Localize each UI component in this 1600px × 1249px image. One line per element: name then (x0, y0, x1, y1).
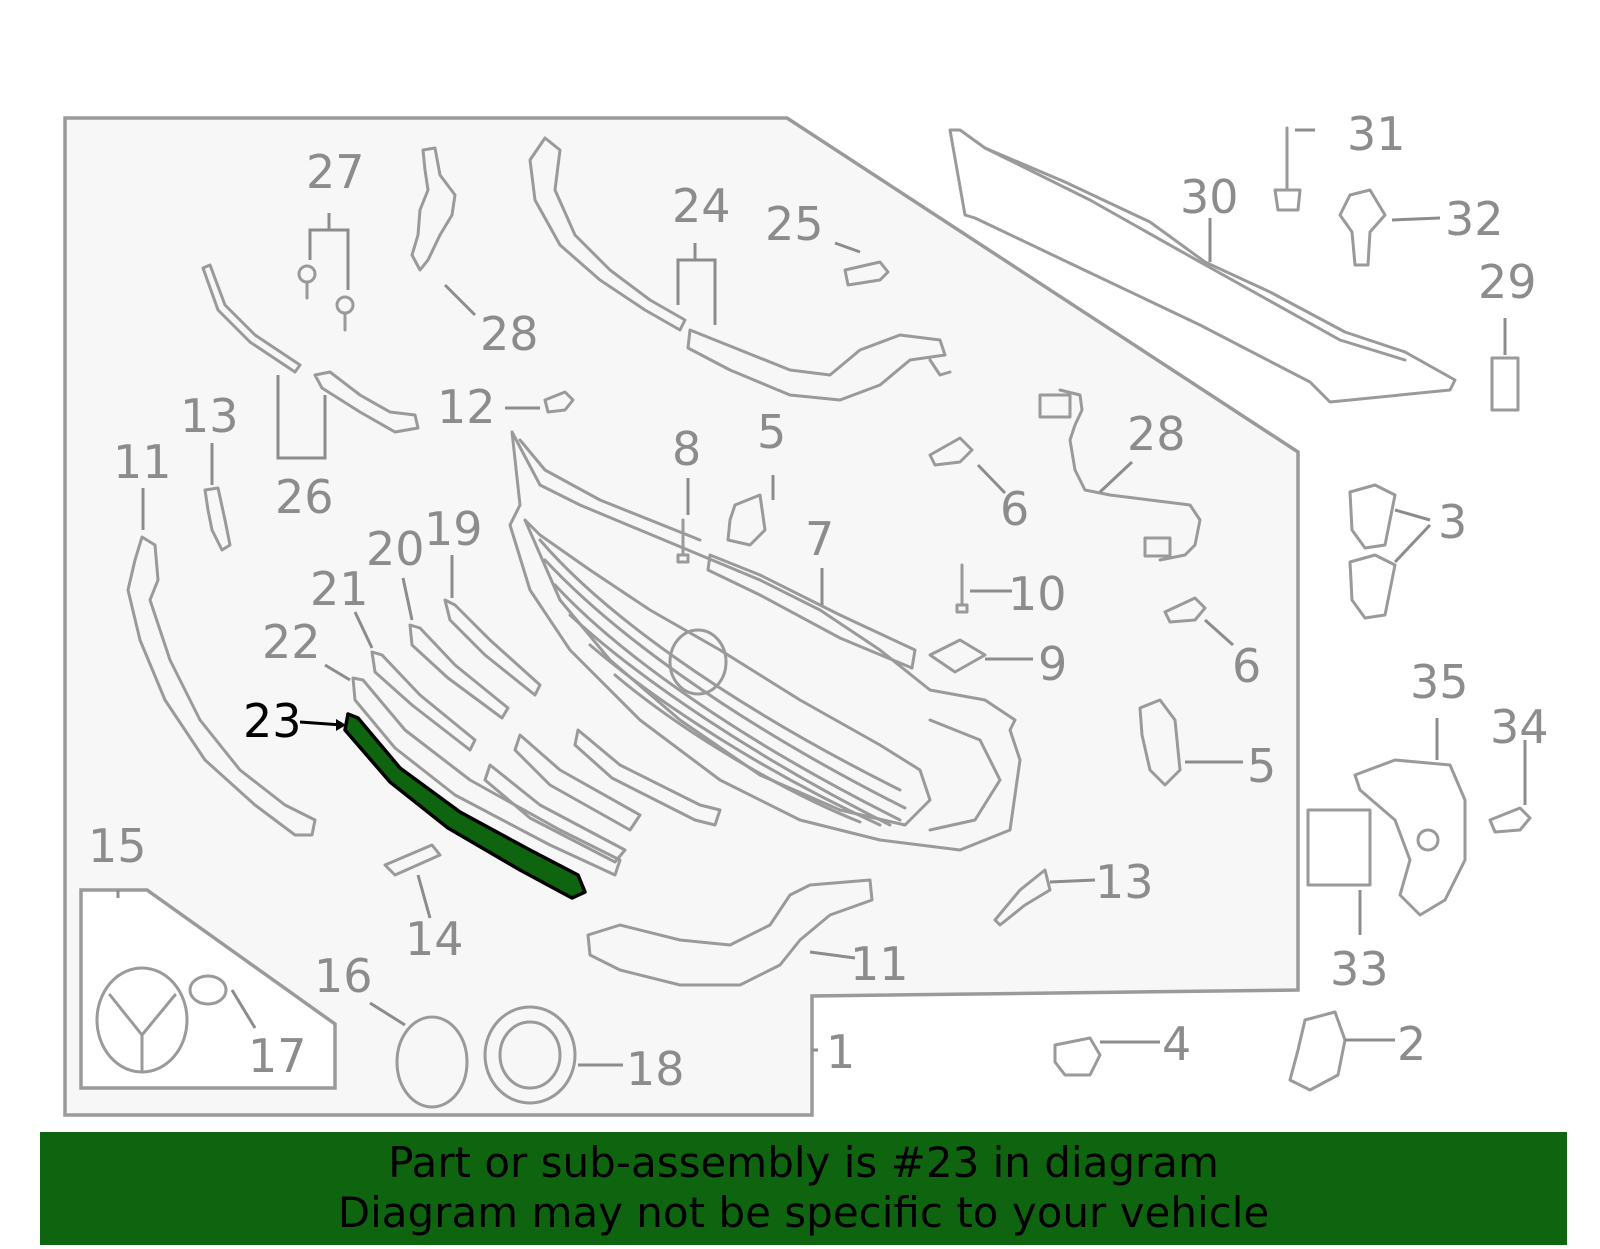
callout-6a: 6 (1000, 482, 1029, 536)
callout-31: 31 (1347, 107, 1406, 161)
callout-11a: 11 (113, 435, 172, 489)
callout-23-highlighted: 23 (243, 694, 302, 748)
part-28-harness (1058, 388, 1202, 562)
callout-35: 35 (1410, 655, 1469, 709)
callout-20: 20 (366, 522, 425, 576)
assembly-frame (63, 116, 1300, 1117)
leader-lines (116, 128, 1527, 1067)
callout-2: 2 (1397, 1017, 1426, 1071)
front-grille-body (508, 430, 1022, 852)
banner-line-part: Part or sub-assembly is #23 in diagram (388, 1138, 1219, 1187)
callout-8: 8 (672, 422, 701, 476)
part-11-moulding-right (586, 878, 874, 987)
part-21-bar (370, 650, 477, 752)
part-23-highlighted (343, 712, 587, 900)
info-banner: Part or sub-assembly is #23 in diagram D… (40, 1132, 1567, 1245)
callout-4: 4 (1162, 1017, 1191, 1071)
callout-14: 14 (405, 912, 464, 966)
callout-5a: 5 (757, 405, 786, 459)
callout-25: 25 (765, 197, 824, 251)
callout-28a: 28 (480, 307, 539, 361)
callout-12: 12 (437, 380, 496, 434)
part-28-bracket-upper (410, 146, 457, 272)
small-parts (95, 126, 1532, 1109)
callout-13b: 13 (1095, 855, 1154, 909)
callout-3: 3 (1438, 495, 1467, 549)
emblem-subassembly-frame (79, 888, 337, 1090)
callout-1: 1 (826, 1025, 855, 1079)
callout-5b: 5 (1247, 739, 1276, 793)
callout-10: 10 (1008, 567, 1067, 621)
callout-15: 15 (88, 819, 147, 873)
part-30-reinforcement (948, 128, 1457, 404)
part-22-bar (351, 676, 622, 877)
part-24-bracket (528, 136, 687, 332)
callout-9: 9 (1038, 637, 1067, 691)
callout-27: 27 (306, 145, 365, 199)
callout-33: 33 (1330, 942, 1389, 996)
callout-17: 17 (248, 1029, 307, 1083)
callout-22: 22 (262, 615, 321, 669)
callout-28b: 28 (1127, 407, 1186, 461)
callout-7: 7 (805, 512, 834, 566)
callout-19: 19 (424, 502, 483, 556)
callout-21: 21 (310, 562, 369, 616)
callout-26: 26 (275, 470, 334, 524)
part-19-bar (443, 598, 542, 697)
callout-6b: 6 (1232, 639, 1261, 693)
callout-30: 30 (1180, 170, 1239, 224)
part-20-bar (408, 623, 510, 720)
callout-29: 29 (1478, 255, 1537, 309)
part-24-bracket-lower (686, 328, 947, 402)
callout-labels: 1 2 3 4 5 5 6 6 7 8 9 10 11 11 12 13 13 … (88, 107, 1549, 1096)
banner-line-disclaimer: Diagram may not be specific to your vehi… (337, 1188, 1270, 1237)
callout-34: 34 (1490, 700, 1549, 754)
callout-11b: 11 (850, 937, 909, 991)
callout-32: 32 (1445, 192, 1504, 246)
callout-24: 24 (672, 179, 731, 233)
callout-13a: 13 (180, 389, 239, 443)
callout-16: 16 (314, 949, 373, 1003)
part-26-bracket-left (201, 263, 302, 374)
part-11-moulding-left (126, 535, 317, 837)
part-26-bracket-right (313, 370, 420, 434)
callout-18: 18 (626, 1042, 685, 1096)
